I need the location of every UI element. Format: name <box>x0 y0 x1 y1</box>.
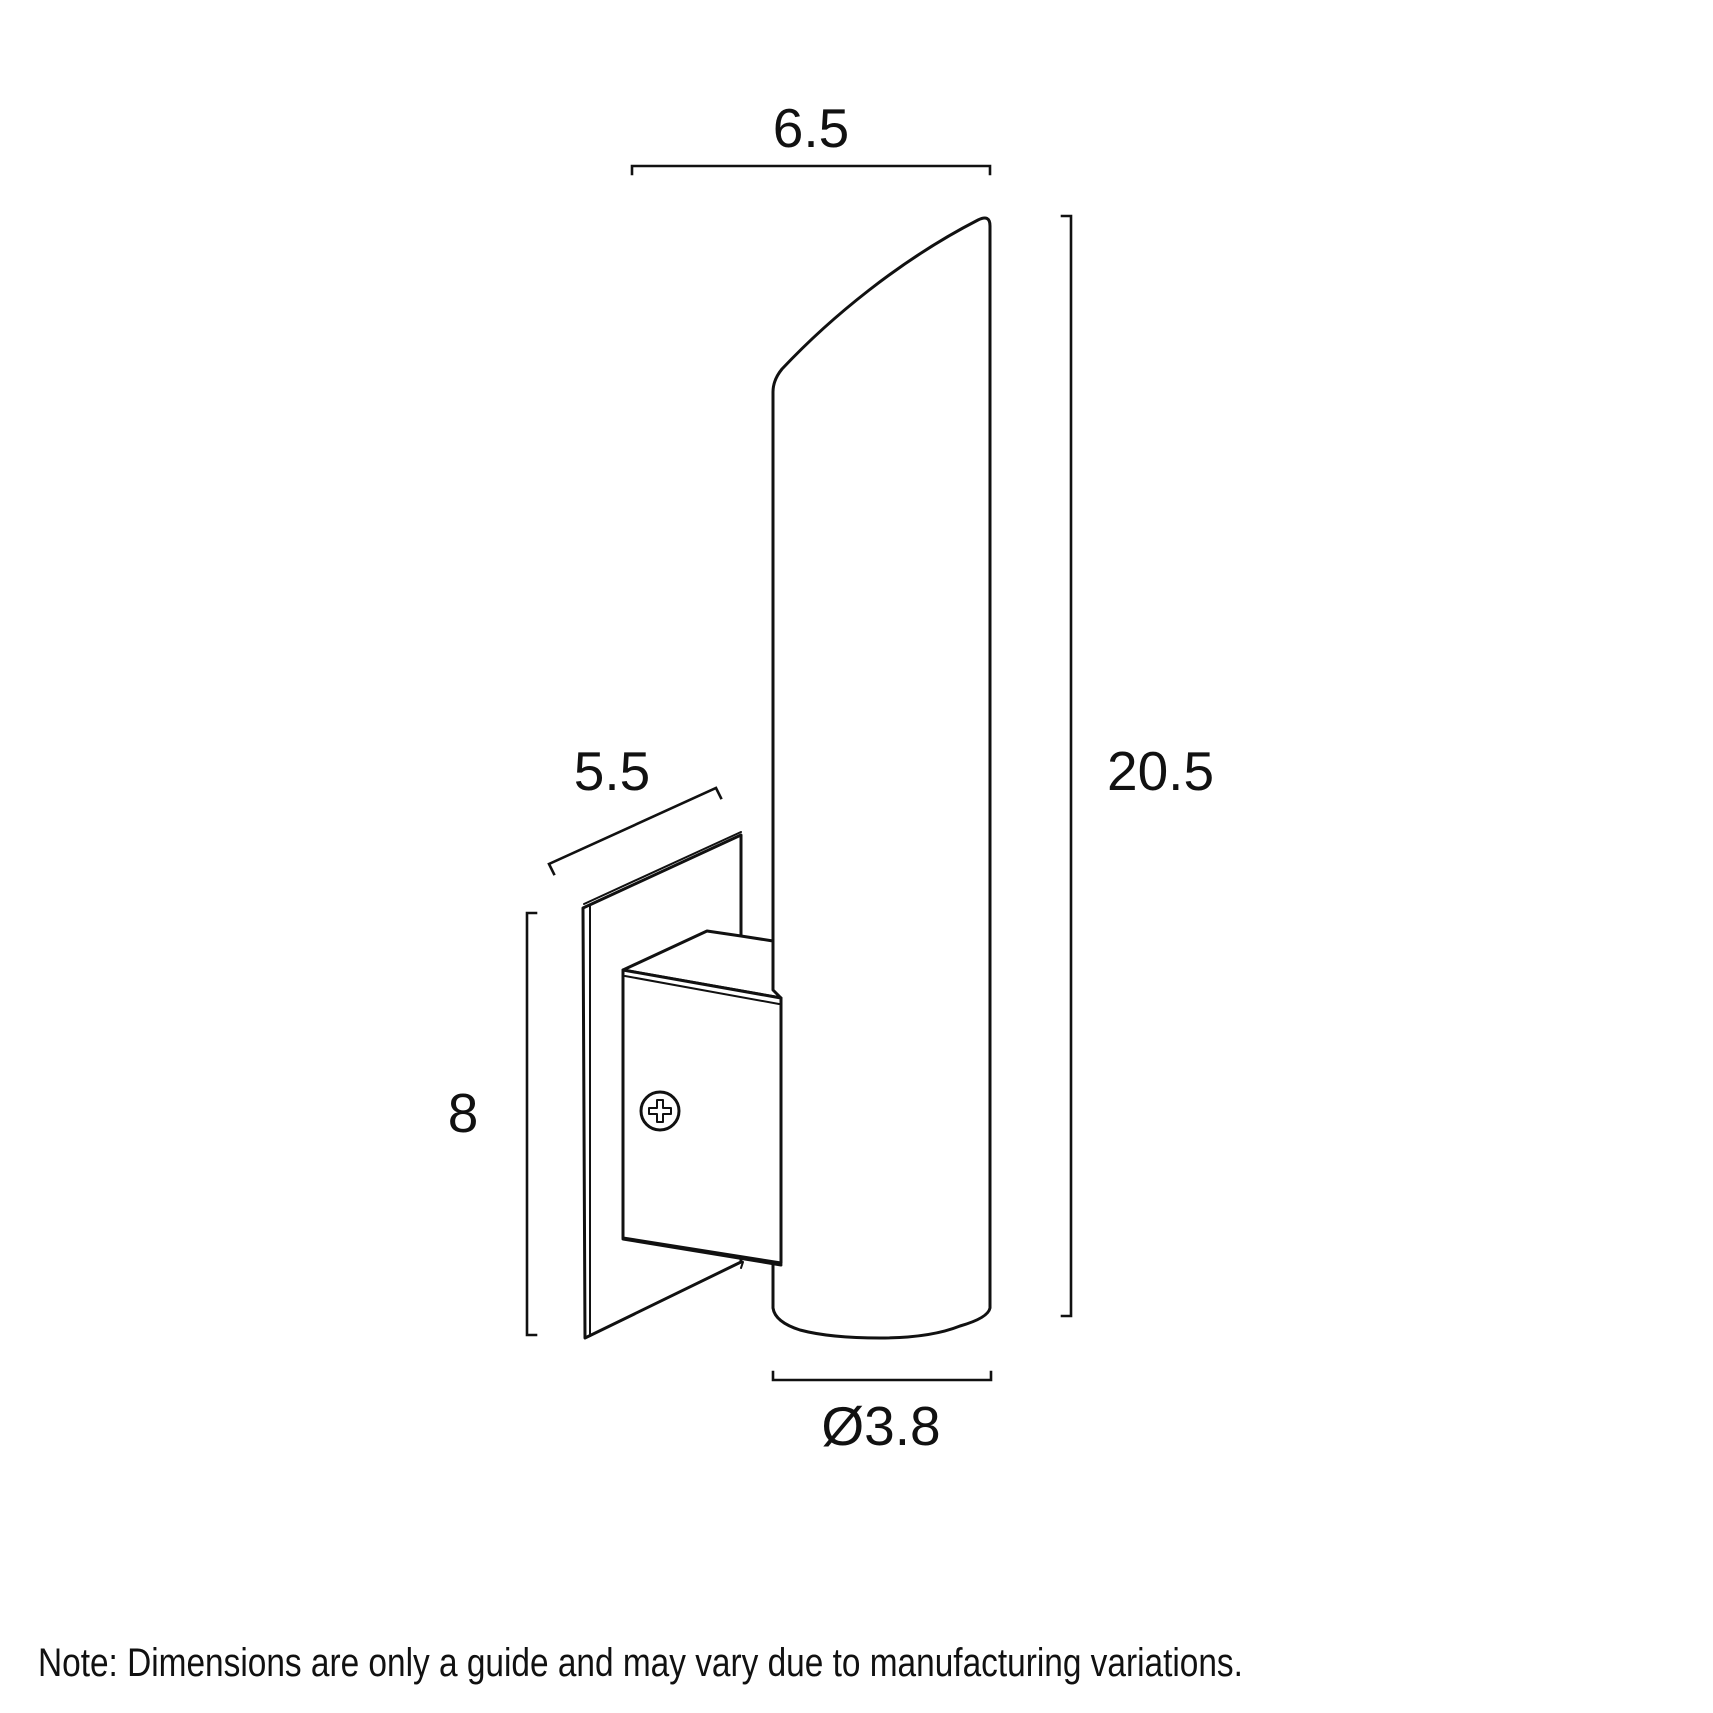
dimension-label-plate-height: 8 <box>448 1082 479 1144</box>
dimension-plate-depth: 5.5 <box>547 740 723 876</box>
disclaimer-note: Note: Dimensions are only a guide and ma… <box>38 1641 1243 1685</box>
dimension-label-diameter: Ø3.8 <box>821 1395 940 1457</box>
dimension-overall-height: 20.5 <box>1060 214 1214 1318</box>
dimension-tube-diameter: Ø3.8 <box>771 1370 993 1457</box>
dimension-label-height: 20.5 <box>1107 740 1214 802</box>
dimension-overall-width: 6.5 <box>630 97 992 176</box>
shade-tube <box>771 216 992 1340</box>
dimension-label-depth: 5.5 <box>574 740 650 802</box>
dimension-label-width: 6.5 <box>773 97 849 159</box>
screw-icon <box>639 1090 681 1132</box>
dimension-plate-height: 8 <box>448 911 538 1337</box>
mounting-box <box>621 929 783 1309</box>
